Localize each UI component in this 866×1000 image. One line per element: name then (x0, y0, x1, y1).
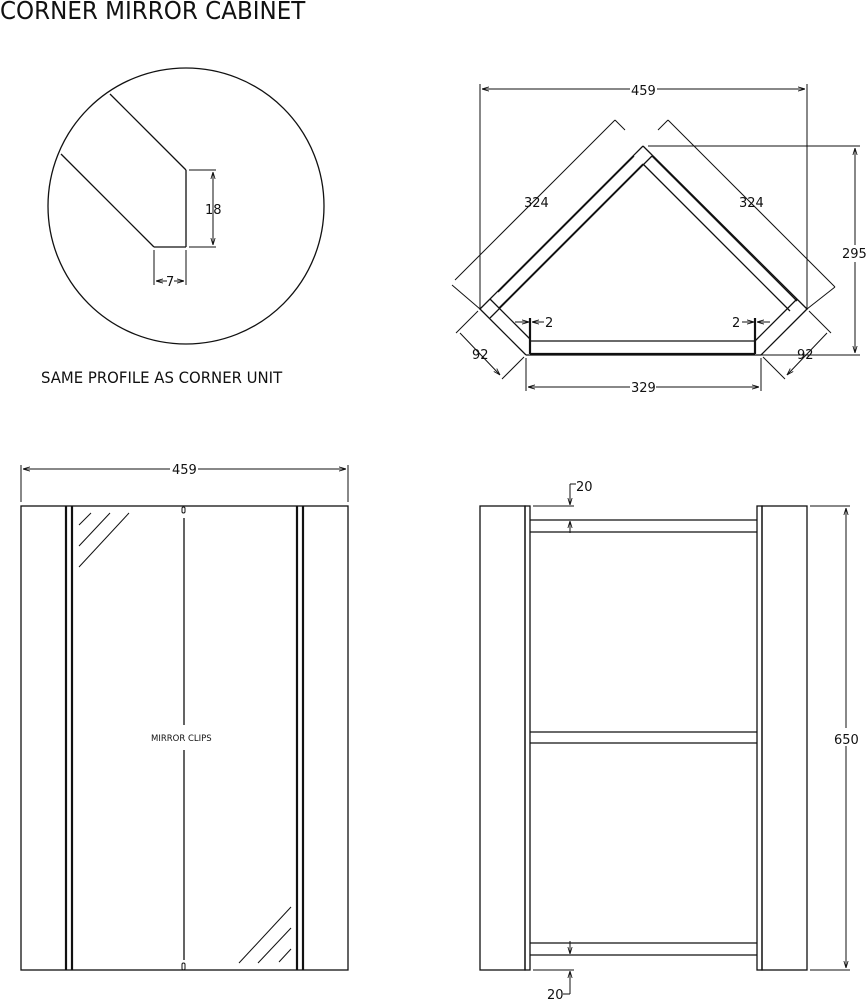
plan-right-gap-dim: 2 (732, 316, 740, 331)
plan-right-side-dim: 324 (739, 196, 764, 211)
plan-front-width-dim: 329 (631, 381, 656, 396)
detail-caption: SAME PROFILE AS CORNER UNIT (41, 368, 283, 387)
section-height-dim: 650 (834, 733, 859, 748)
section-bottom-offset-dim: 20 (547, 988, 564, 1000)
detail-width-dim: 7 (166, 275, 174, 290)
mirror-clip-bottom (181, 962, 186, 971)
plan-overall-width-dim: 459 (631, 84, 656, 99)
plan-left-gap-dim: 2 (545, 316, 553, 331)
drawing-title: CORNER MIRROR CABINET (0, 0, 306, 25)
front-elevation-view: 459 MIRROR CLIPS (20, 463, 349, 971)
plan-left-return-dim: 92 (472, 348, 489, 363)
mirror-clip-top (181, 506, 186, 514)
front-overall-width-dim: 459 (172, 463, 197, 478)
plan-right-return-dim: 92 (797, 348, 814, 363)
plan-left-side-dim: 324 (524, 196, 549, 211)
profile-detail-view: 18 7 (47, 67, 325, 345)
plan-depth-dim: 295 (842, 247, 866, 262)
detail-circle (47, 67, 325, 345)
detail-height-dim: 18 (205, 203, 222, 218)
plan-view: 459 324 324 295 (451, 84, 866, 396)
section-top-offset-dim: 20 (576, 480, 593, 495)
mirror-clips-label: MIRROR CLIPS (151, 734, 212, 744)
section-view: 20 20 650 (479, 480, 859, 1000)
